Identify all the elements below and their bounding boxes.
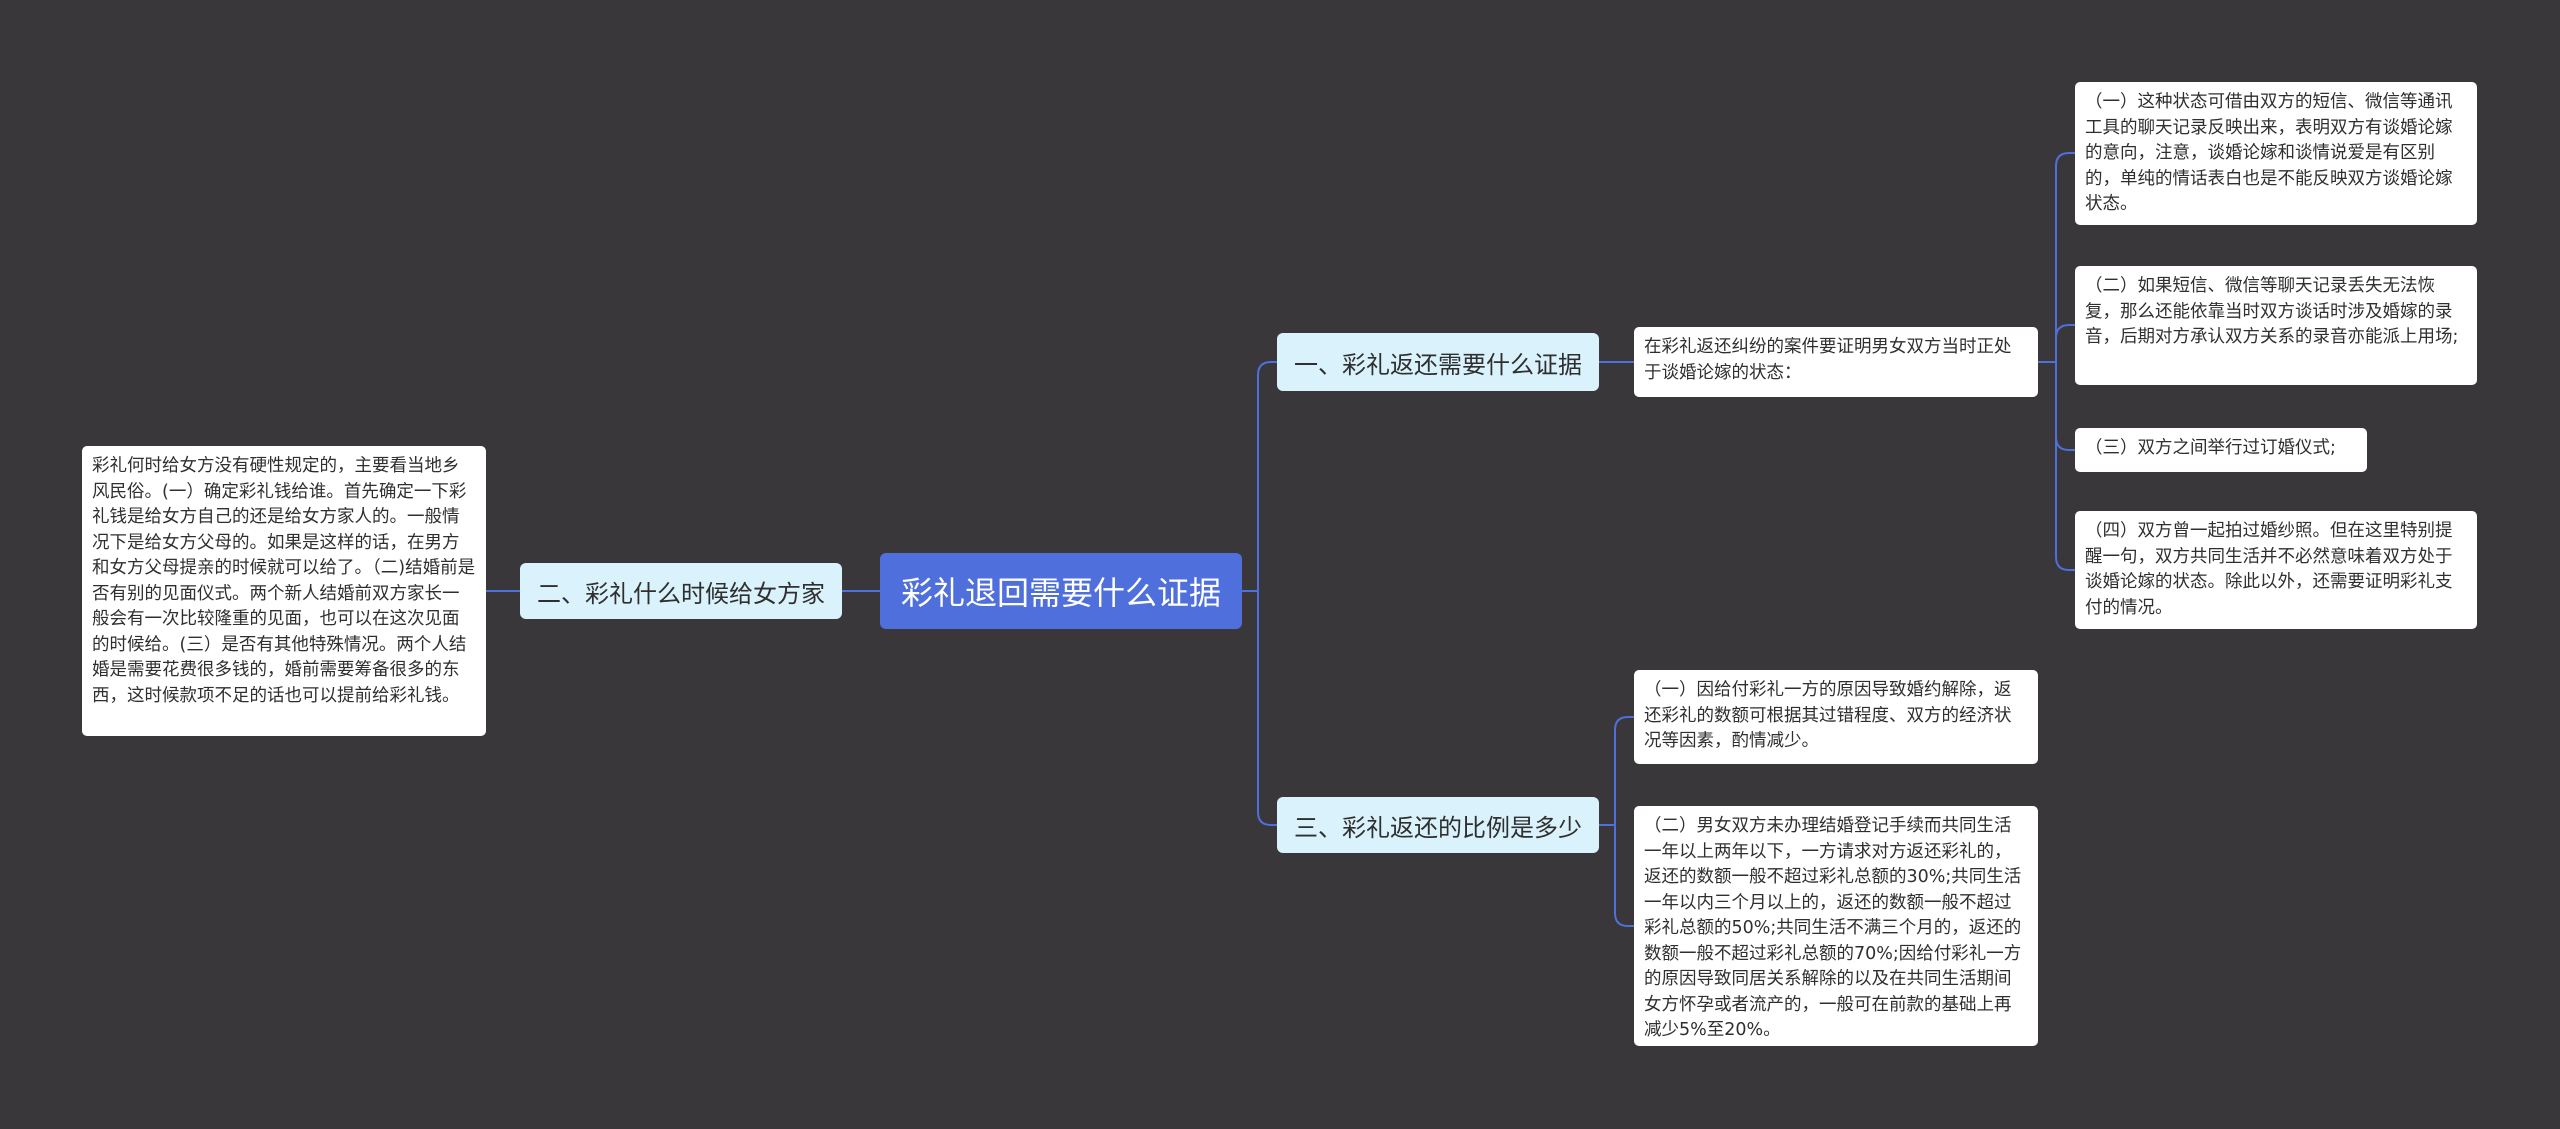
branch-evidence-label: 一、彩礼返还需要什么证据: [1294, 350, 1582, 379]
ratio-item-1[interactable]: （一）因给付彩礼一方的原因导致婚约解除，返还彩礼的数额可根据其过错程度、双方的经…: [1634, 670, 2038, 764]
evidence-item-3-text: （三）双方之间举行过订婚仪式;: [2085, 438, 2336, 458]
branch-timing[interactable]: 二、彩礼什么时候给女方家: [520, 563, 842, 619]
branch-ratio-label: 三、彩礼返还的比例是多少: [1294, 813, 1582, 842]
connector-root-b3: [1242, 590, 1277, 826]
evidence-item-1[interactable]: （一）这种状态可借由双方的短信、微信等通讯工具的聊天记录反映出来，表明双方有谈婚…: [2075, 82, 2477, 225]
branch-ratio[interactable]: 三、彩礼返还的比例是多少: [1277, 797, 1599, 853]
evidence-item-4-text: （四）双方曾一起拍过婚纱照。但在这里特别提醒一句，双方共同生活并不必然意味着双方…: [2085, 521, 2453, 618]
root-topic-label: 彩礼退回需要什么证据: [900, 574, 1221, 612]
ratio-item-2[interactable]: （二）男女双方未办理结婚登记手续而共同生活一年以上两年以下，一方请求对方返还彩礼…: [1634, 806, 2038, 1046]
root-topic[interactable]: 彩礼退回需要什么证据: [880, 553, 1242, 629]
timing-detail-node[interactable]: 彩礼何时给女方没有硬性规定的，主要看当地乡风民俗。(一）确定彩礼钱给谁。首先确定…: [82, 446, 486, 736]
connector-intro-item4: [2038, 361, 2075, 571]
timing-detail-text: 彩礼何时给女方没有硬性规定的，主要看当地乡风民俗。(一）确定彩礼钱给谁。首先确定…: [92, 456, 476, 706]
evidence-item-1-text: （一）这种状态可借由双方的短信、微信等通讯工具的聊天记录反映出来，表明双方有谈婚…: [2085, 92, 2453, 214]
evidence-intro-text: 在彩礼返还纠纷的案件要证明男女双方当时正处于谈婚论嫁的状态：: [1644, 337, 2012, 383]
connector-intro-item2: [2038, 324, 2075, 363]
ratio-item-1-text: （一）因给付彩礼一方的原因导致婚约解除，返还彩礼的数额可根据其过错程度、双方的经…: [1644, 680, 2012, 751]
evidence-intro-node[interactable]: 在彩礼返还纠纷的案件要证明男女双方当时正处于谈婚论嫁的状态：: [1634, 327, 2038, 397]
branch-evidence[interactable]: 一、彩礼返还需要什么证据: [1277, 333, 1599, 391]
connector-root-b1: [1242, 361, 1277, 592]
connector-intro-item1: [2038, 152, 2075, 363]
connector-b3-item2: [1599, 824, 1634, 927]
evidence-item-2-text: （二）如果短信、微信等聊天记录丢失无法恢复，那么还能依靠当时双方谈话时涉及婚嫁的…: [2085, 276, 2459, 347]
branch-timing-label: 二、彩礼什么时候给女方家: [537, 579, 825, 608]
evidence-item-3[interactable]: （三）双方之间举行过订婚仪式;: [2075, 428, 2367, 472]
evidence-item-2[interactable]: （二）如果短信、微信等聊天记录丢失无法恢复，那么还能依靠当时双方谈话时涉及婚嫁的…: [2075, 266, 2477, 385]
ratio-item-2-text: （二）男女双方未办理结婚登记手续而共同生活一年以上两年以下，一方请求对方返还彩礼…: [1644, 816, 2022, 1040]
connector-b3-item1: [1599, 716, 1634, 826]
evidence-item-4[interactable]: （四）双方曾一起拍过婚纱照。但在这里特别提醒一句，双方共同生活并不必然意味着双方…: [2075, 511, 2477, 629]
